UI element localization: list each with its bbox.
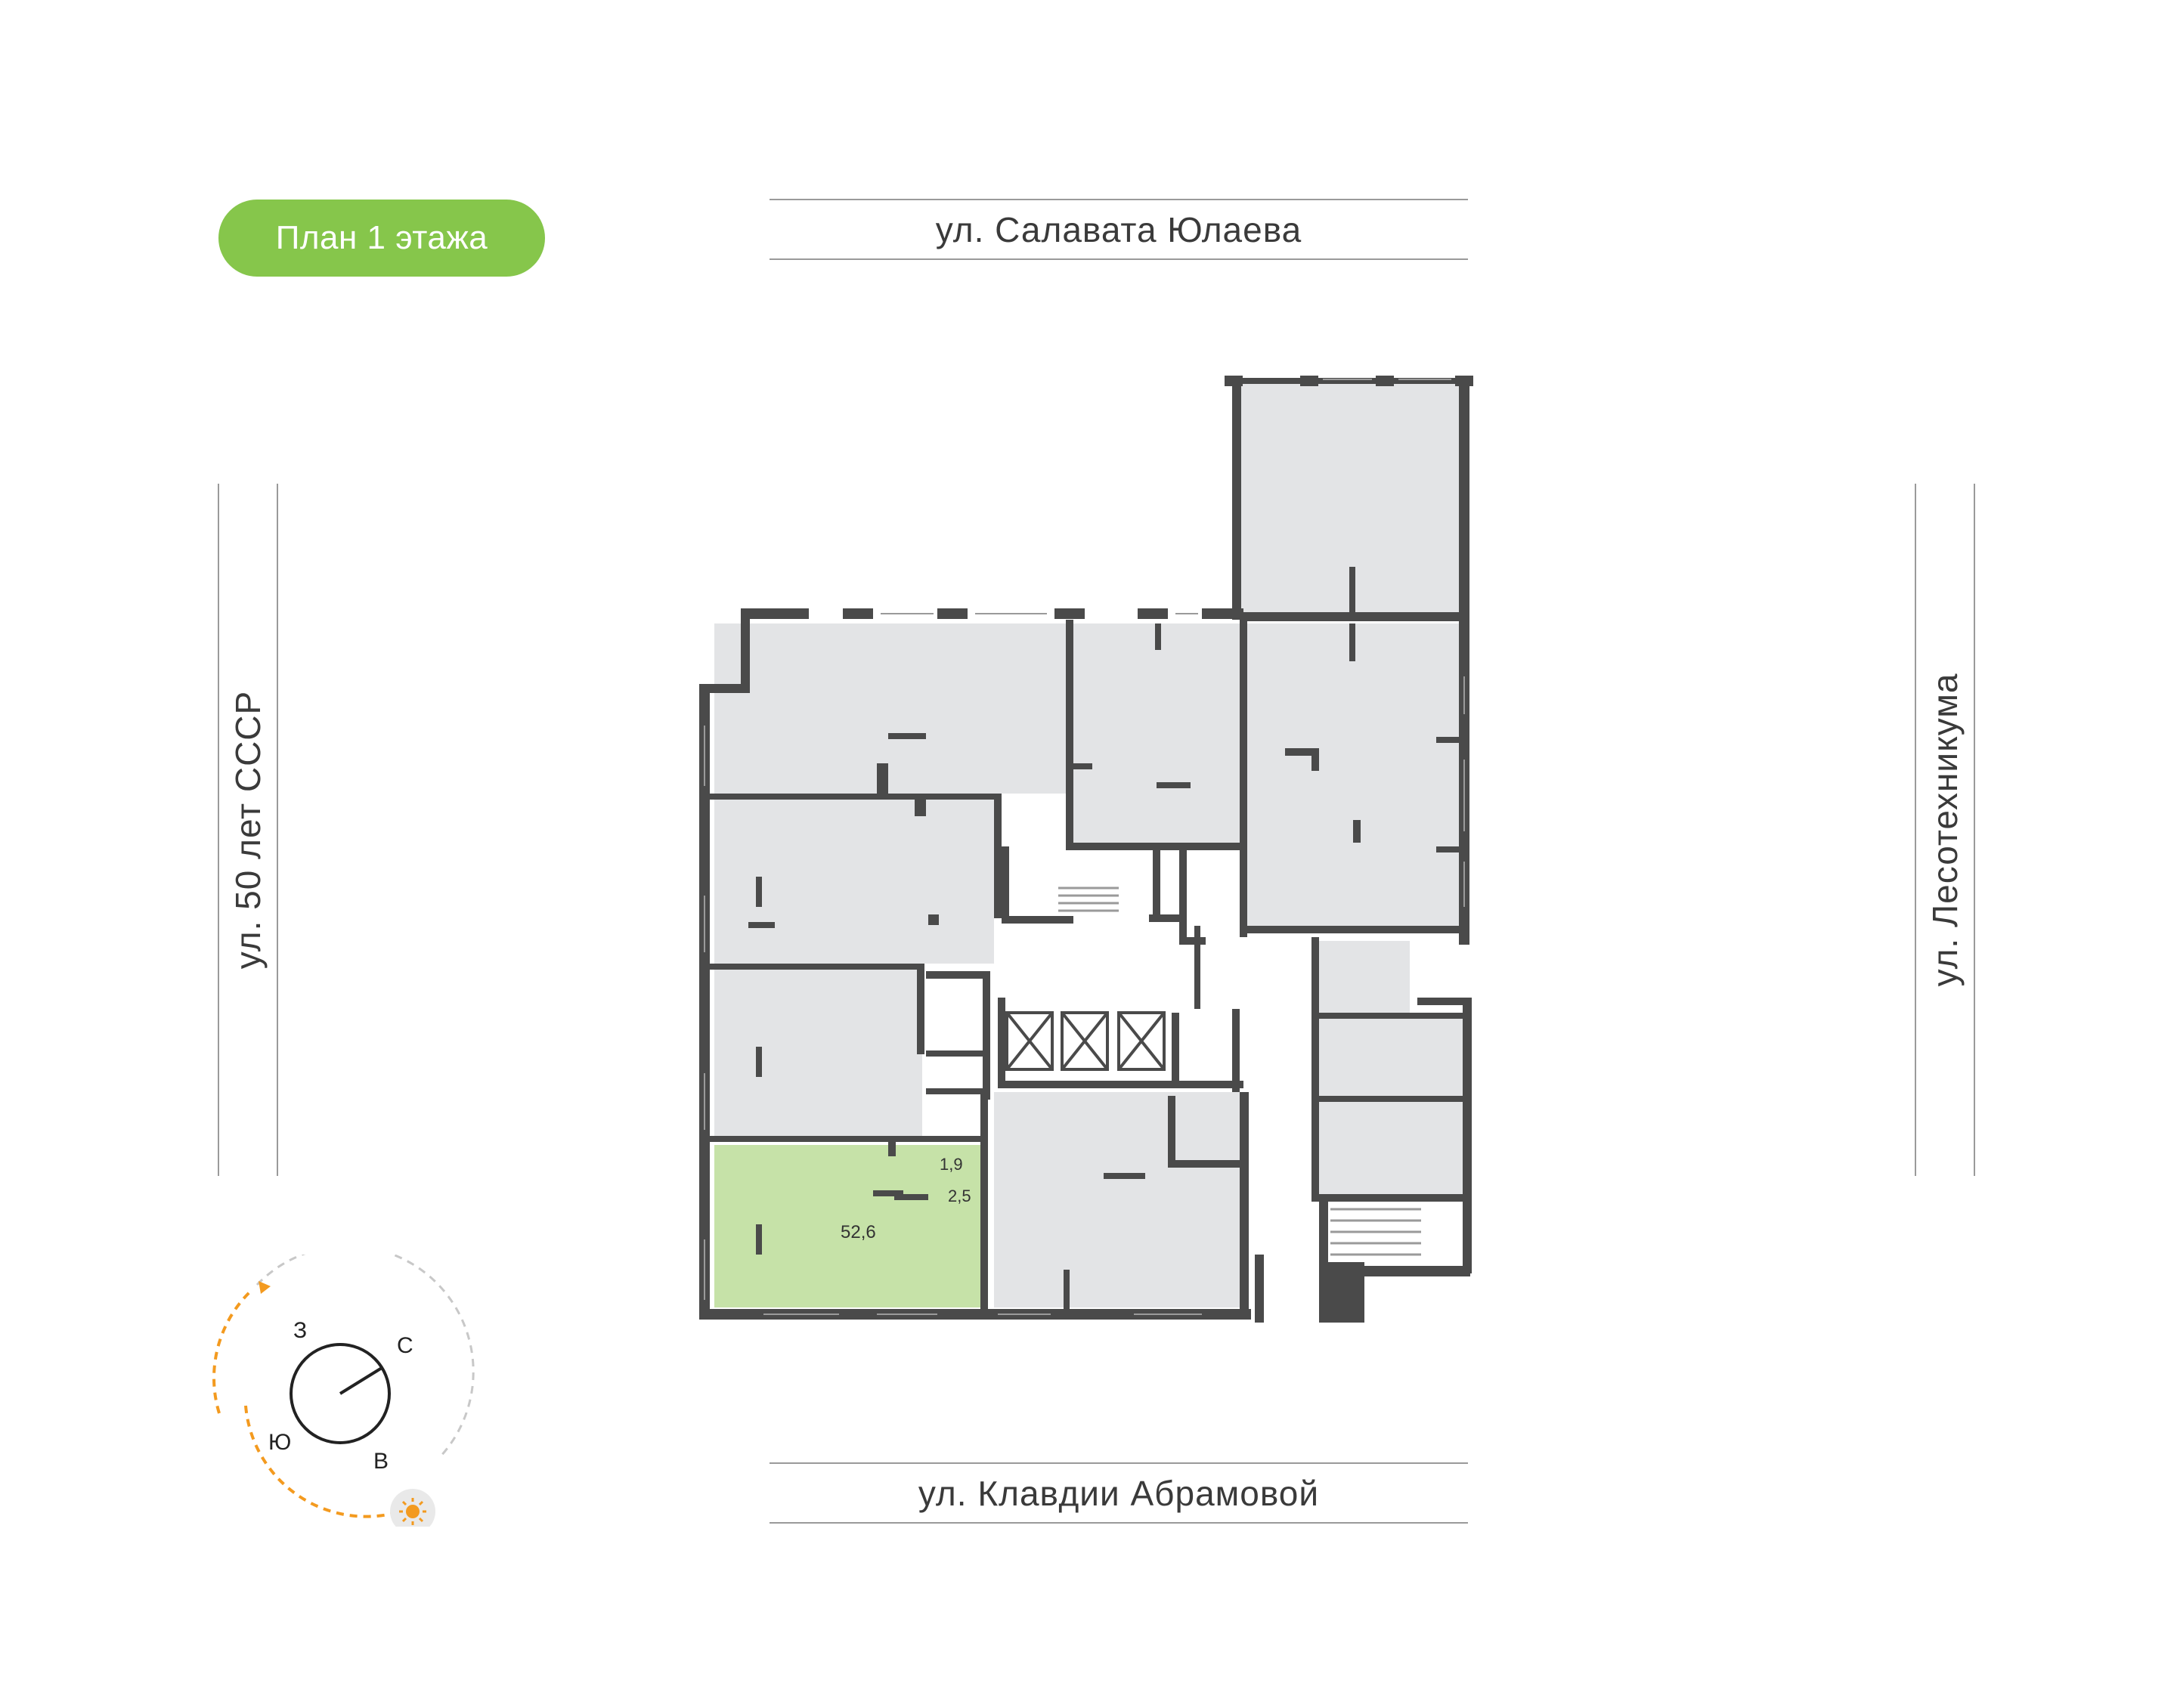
selected-unit-bath[interactable] — [937, 1145, 980, 1202]
sun-path-arc — [212, 1291, 251, 1414]
room-e-3[interactable] — [1319, 1100, 1463, 1194]
windows — [704, 379, 1465, 1315]
room-e-1[interactable] — [1319, 941, 1410, 1013]
street-top-label: ул. Салавата Юлаева — [935, 209, 1302, 249]
room-w-3[interactable] — [714, 967, 922, 1140]
floor-plan-badge[interactable]: План 1 этажа — [218, 200, 545, 277]
compass-needle — [339, 1366, 383, 1395]
street-bottom: ул. Клавдии Абрамовой — [770, 1462, 1468, 1524]
arc-arrow-icon — [259, 1281, 271, 1294]
room-n-mid[interactable] — [1070, 623, 1243, 850]
room-ne[interactable] — [1243, 623, 1466, 933]
street-left: ул. 50 лет СССР — [218, 484, 278, 1176]
street-top: ул. Салавата Юлаева — [770, 199, 1468, 260]
floor-plan-badge-label: План 1 этажа — [275, 219, 488, 256]
street-right: ул. Лесотехникума — [1915, 484, 1975, 1176]
selected-unit-area-bath: 1,9 — [940, 1155, 963, 1174]
street-bottom-label: ул. Клавдии Абрамовой — [918, 1473, 1320, 1513]
selected-unit-area-hall: 2,5 — [948, 1187, 971, 1205]
elevators — [1005, 1011, 1166, 1071]
sun-icon — [390, 1489, 435, 1527]
room-e-2[interactable] — [1319, 1016, 1463, 1096]
compass-west: З — [293, 1318, 307, 1343]
room-nw-1[interactable] — [714, 623, 1070, 794]
room-s-mid[interactable] — [994, 1092, 1243, 1307]
selected-unit-area-main: 52,6 — [841, 1222, 876, 1242]
stairs — [1058, 886, 1421, 1256]
walls — [699, 376, 1473, 1323]
compass: З С Ю В — [212, 1255, 475, 1527]
compass-south: Ю — [268, 1430, 291, 1455]
sun-path-arc-lower — [244, 1405, 401, 1518]
compass-east: В — [373, 1449, 389, 1474]
night-path-arc — [255, 1255, 475, 1460]
compass-north: С — [397, 1333, 413, 1358]
